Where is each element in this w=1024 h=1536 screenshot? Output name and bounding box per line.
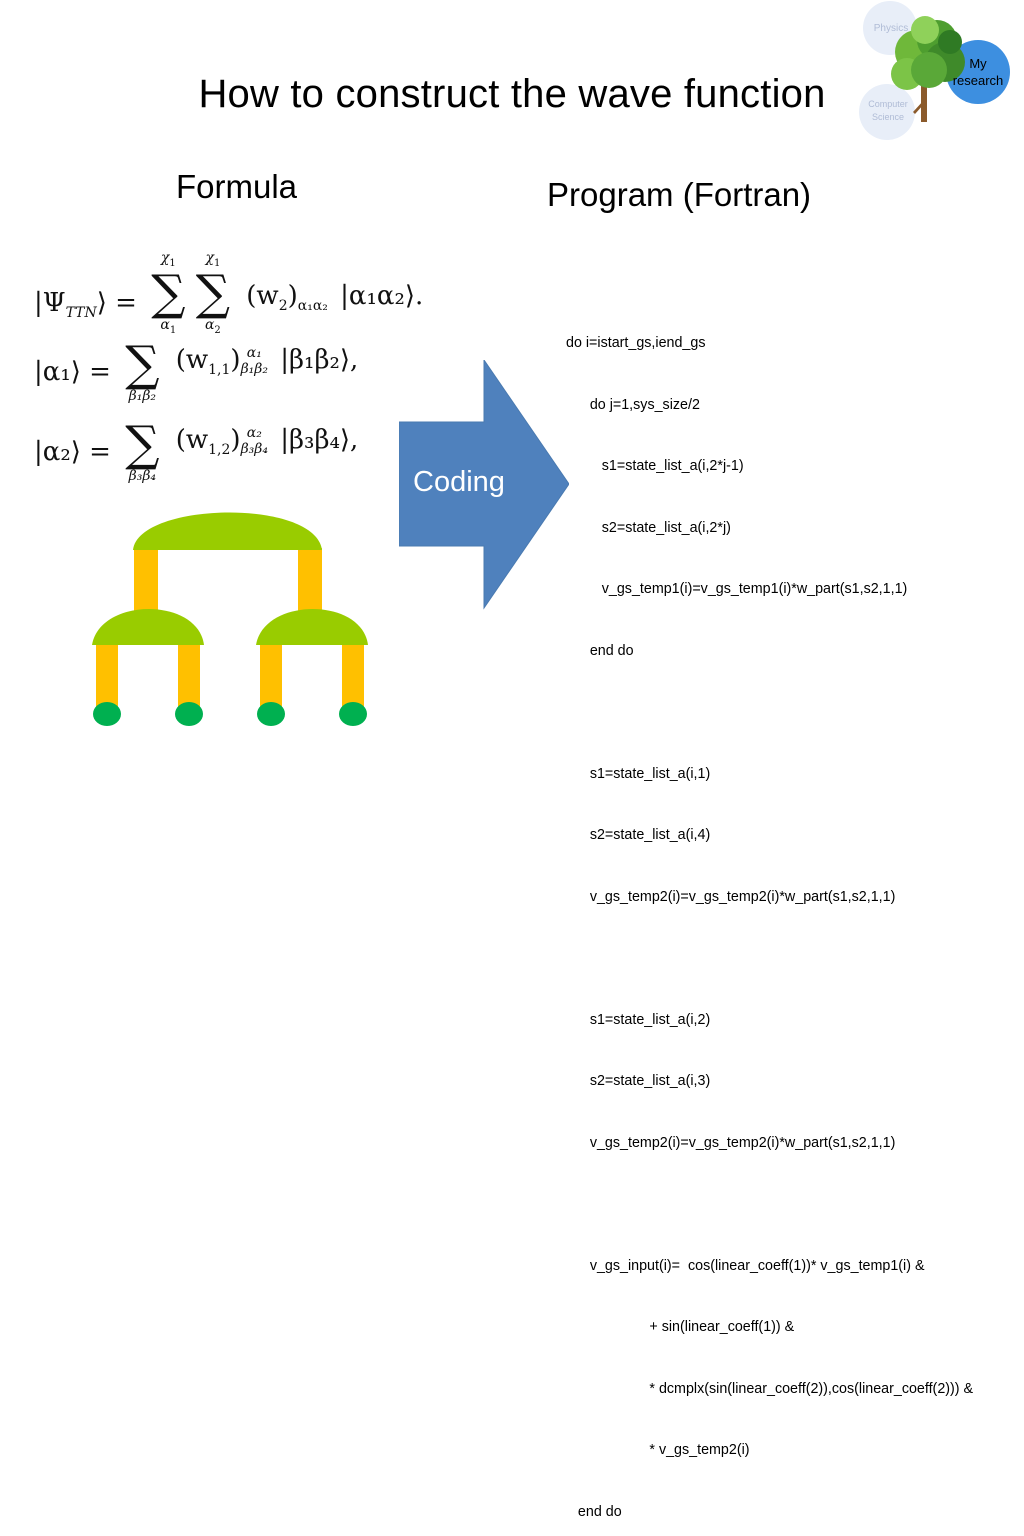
code-line: end do	[566, 642, 634, 659]
code-line	[566, 1194, 1021, 1215]
tensor-tree-diagram	[90, 502, 380, 732]
program-heading: Program (Fortran)	[547, 176, 812, 213]
code-line: v_gs_input(i)= cos(linear_coeff(1))* v_g…	[566, 1257, 925, 1274]
eq1-term-close: )	[287, 281, 298, 312]
tree-icon	[891, 16, 965, 122]
code-line: s1=state_list_a(i,1)	[566, 765, 711, 782]
code-line: s2=state_list_a(i,2*j)	[566, 519, 731, 536]
code-line: v_gs_temp2(i)=v_gs_temp2(i)*w_part(s1,s2…	[566, 888, 896, 905]
eq2-sum-bottom: β₁β₂	[128, 388, 157, 404]
tree-leaf	[339, 702, 367, 726]
code-line	[566, 702, 1021, 723]
tree-bond	[342, 642, 364, 710]
research-logo: Physics Computer Science My research	[855, 0, 1024, 150]
tree-bond	[96, 642, 118, 710]
eq1-sum2-bottom-sub: 2	[214, 324, 221, 336]
eq1-sum2-top: χ	[205, 250, 214, 266]
eq1-sum1-top: χ	[160, 250, 170, 266]
sum-symbol: ∑	[151, 264, 186, 321]
eq2-term-close: )	[230, 345, 241, 376]
code-line: v_gs_temp1(i)=v_gs_temp1(i)*w_part(s1,s2…	[566, 581, 908, 597]
code-line	[566, 948, 1021, 969]
formula-heading: Formula	[176, 168, 298, 205]
physics-label: Physics	[873, 23, 909, 34]
eq3-term-sub: 1,2	[208, 442, 231, 459]
tree-root-node	[133, 512, 322, 550]
fortran-code-block: do i=istart_gs,iend_gs do j=1,sys_size/2…	[566, 292, 1021, 1536]
eq1-sum1-bottom-sub: 1	[169, 324, 177, 336]
code-line: v_gs_temp2(i)=v_gs_temp2(i)*w_part(s1,s2…	[566, 1134, 896, 1151]
eq1-sum2-top-sub: 1	[213, 257, 221, 269]
eq3-term: (w	[175, 425, 209, 456]
eq3-term-close: )	[230, 425, 241, 456]
eq1-term-idx: α₁α₂	[297, 298, 328, 315]
tree-leaf	[175, 702, 203, 726]
eq2-term: (w	[175, 345, 209, 376]
code-line: do i=istart_gs,iend_gs	[566, 335, 706, 351]
eq1-lhs-sub: TTN	[65, 305, 97, 322]
tree-node-right	[256, 609, 368, 645]
tree-bond	[134, 548, 158, 618]
coding-label: Coding	[413, 466, 505, 498]
sum-symbol: ∑	[125, 336, 160, 392]
eq3-term-idx: β₃β₄	[240, 441, 268, 458]
code-line: end do	[566, 1503, 622, 1520]
eq1-term-sub: 2	[278, 298, 288, 315]
sum-symbol: ∑	[125, 416, 160, 472]
code-line: * v_gs_temp2(i)	[566, 1442, 750, 1458]
eq3-term-sup: α₂	[246, 425, 262, 442]
equation-psi-ttn: |ΨTTN⟩ = χ1 ∑ α1 χ1 ∑ α2 (w2)α₁α₂ |α₁α₂⟩…	[34, 250, 424, 336]
coding-arrow	[398, 358, 570, 610]
code-line: + sin(linear_coeff(1)) &	[566, 1319, 795, 1335]
tree-bond	[298, 548, 322, 618]
eq1-term: (w	[246, 281, 279, 312]
code-line: * dcmplx(sin(linear_coeff(2)),cos(linear…	[566, 1380, 974, 1397]
eq2-lhs: |α₁⟩ =	[34, 357, 111, 387]
eq1-lhs-close: ⟩ =	[96, 288, 137, 319]
code-line: s1=state_list_a(i,2*j-1)	[566, 458, 744, 474]
eq1-sum1-top-sub: 1	[169, 257, 176, 269]
code-line: do j=1,sys_size/2	[566, 396, 700, 413]
eq2-ket: |β₁β₂⟩,	[280, 345, 359, 376]
my-research-label: My research	[952, 56, 1004, 88]
eq1-lhs: |Ψ	[34, 288, 66, 319]
eq1-sum2-bottom: α	[204, 316, 215, 333]
tree-leaf	[257, 702, 285, 726]
slide-title: How to construct the wave function	[198, 72, 826, 116]
computer-science-label: Computer Science	[868, 99, 908, 122]
code-line: s2=state_list_a(i,3)	[566, 1073, 711, 1089]
eq1-ket: |α₁α₂⟩.	[340, 281, 424, 312]
code-line: s1=state_list_a(i,2)	[566, 1011, 711, 1028]
tree-node-left	[92, 609, 204, 645]
tree-bond	[178, 642, 200, 710]
eq3-lhs: |α₂⟩ =	[34, 437, 111, 467]
sum-symbol: ∑	[195, 264, 231, 321]
tree-leaf	[93, 702, 121, 726]
eq3-sum-bottom: β₃β₄	[128, 468, 157, 484]
eq2-term-sup: α₁	[246, 345, 262, 362]
eq3-ket: |β₃β₄⟩,	[280, 425, 359, 456]
tree-bond	[260, 642, 282, 710]
eq1-sum1-bottom: α	[160, 316, 170, 333]
eq2-term-sub: 1,1	[208, 362, 231, 379]
code-line: s2=state_list_a(i,4)	[566, 827, 711, 843]
eq2-term-idx: β₁β₂	[240, 361, 268, 378]
